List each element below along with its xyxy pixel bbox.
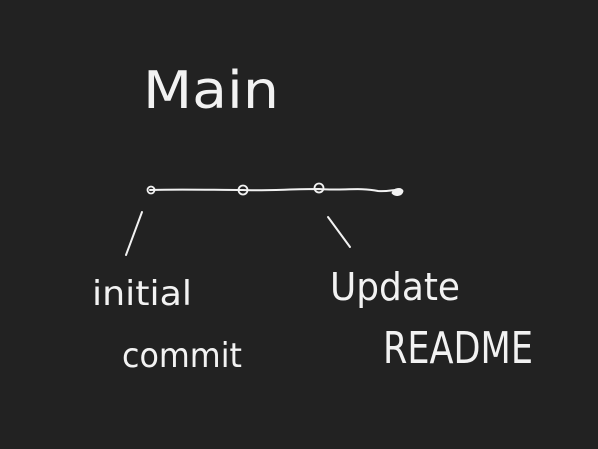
commit-node [237, 184, 249, 196]
commit-message-line: initial [92, 274, 192, 314]
commit-message-line: README [383, 323, 533, 374]
commit-node [391, 188, 404, 196]
commit-message-line: commit [122, 336, 242, 376]
commit-node [313, 182, 325, 194]
commit-pointer-line [125, 211, 143, 256]
branch-line [149, 187, 402, 193]
branch-label: Main [143, 61, 279, 121]
commit-node [146, 185, 156, 195]
commit-pointer-line [327, 216, 351, 248]
commit-message-line: Update [330, 265, 460, 309]
